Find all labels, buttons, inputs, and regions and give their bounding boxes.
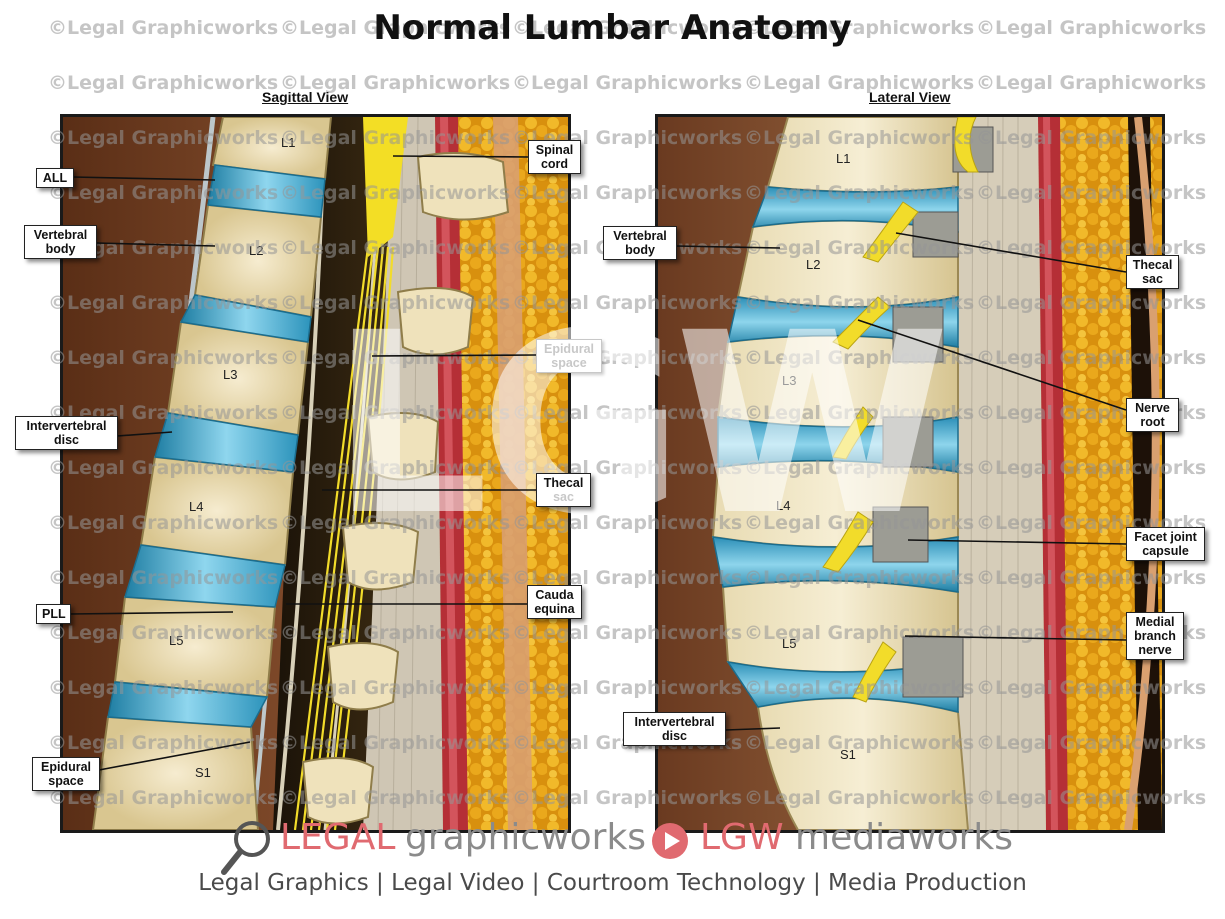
label-facet-joint-capsule: Facet joint capsule [1126,527,1205,561]
label-line: Vertebral [613,229,667,243]
lateral-view-heading: Lateral View [869,89,951,105]
sagittal-vertebra-l4: L4 [189,499,203,514]
label-spinal-cord: Spinal cord [528,140,581,174]
tagline: Legal Graphics | Legal Video | Courtroom… [198,870,1027,896]
sagittal-vertebra-s1: S1 [195,765,211,780]
label-vertebral-body-lateral: Vertebral body [603,226,677,260]
label-line: branch [1134,629,1176,643]
label-intervertebral-disc-sagittal: Intervertebral disc [15,416,118,450]
label-line: sac [1142,272,1163,286]
sagittal-view-heading: Sagittal View [262,89,349,105]
label-all-text: ALL [42,171,68,185]
sagittal-vertebra-l2: L2 [249,243,263,258]
label-pll-text: PLL [42,607,66,621]
label-line: disc [661,729,687,743]
lateral-vertebra-s1: S1 [840,747,856,762]
brand-legal-text: LEGAL [280,817,396,858]
label-line: Facet joint [1134,530,1197,544]
label-line: nerve [1138,643,1172,657]
label-line: disc [53,433,79,447]
label-line: Cauda [535,588,574,602]
sagittal-view-panel: L1 L2 L3 L4 L5 S1 [60,114,571,833]
label-thecal-sac-sagittal: Thecal sac [536,473,591,507]
label-line: Thecal [1132,258,1173,272]
lateral-vertebra-l3: L3 [782,373,796,388]
lateral-vertebra-l1: L1 [836,151,850,166]
label-nerve-root: Nerve root [1126,398,1179,432]
label-vertebral-body-sagittal: Vertebral body [24,225,97,259]
label-line: equina [534,602,575,616]
label-line: sac [553,490,574,504]
brand-graphicworks-text: graphicworks [405,817,647,858]
lateral-vertebra-l4: L4 [776,498,790,513]
sagittal-vertebra-l3: L3 [223,367,237,382]
label-cauda-equina: Cauda equina [527,585,582,619]
label-line: Nerve [1135,401,1170,415]
label-line: Thecal [543,476,584,490]
label-medial-branch-nerve: Medial branch nerve [1126,612,1184,660]
label-line: body [625,243,655,257]
label-line: Intervertebral [634,715,715,729]
label-intervertebral-disc-lateral: Intervertebral disc [623,712,726,746]
lateral-vertebra-l5: L5 [782,636,796,651]
label-line: Epidural [543,342,594,356]
label-line: Spinal [535,143,574,157]
label-line: Intervertebral [26,419,107,433]
label-line: Vertebral [33,228,88,242]
sagittal-vertebra-l5: L5 [169,633,183,648]
label-line: root [1140,415,1165,429]
lateral-vertebra-l2: L2 [806,257,820,272]
play-icon [652,823,688,859]
center-lgw-watermark: LGW [330,279,950,570]
lateral-view-panel: L1 L2 L3 L4 L5 S1 [655,114,1165,833]
brand-bar: LEGAL graphicworks LGW mediaworks [0,815,1225,875]
label-pll: PLL [36,604,71,624]
sagittal-vertebra-l1: L1 [281,135,295,150]
label-all: ALL [36,168,74,188]
label-thecal-sac-lateral: Thecal sac [1126,255,1179,289]
lateral-illustration: L1 L2 L3 L4 L5 S1 [658,117,1162,830]
brand-lgw-text: LGW [700,817,784,858]
label-epidural-space-right: Epidural space [536,339,602,373]
label-line: Epidural [40,760,91,774]
sagittal-illustration: L1 L2 L3 L4 L5 S1 [63,117,568,830]
label-line: body [45,242,76,256]
label-line: space [48,774,84,788]
page-title: Normal Lumbar Anatomy [373,8,852,48]
label-line: Medial [1135,615,1175,629]
label-epidural-space-sagittal: Epidural space [32,757,100,791]
label-line: capsule [1142,544,1189,558]
label-line: cord [540,157,569,171]
magnifier-icon [221,821,270,875]
brand-mediaworks-text: mediaworks [795,817,1014,858]
label-line: space [551,356,587,370]
